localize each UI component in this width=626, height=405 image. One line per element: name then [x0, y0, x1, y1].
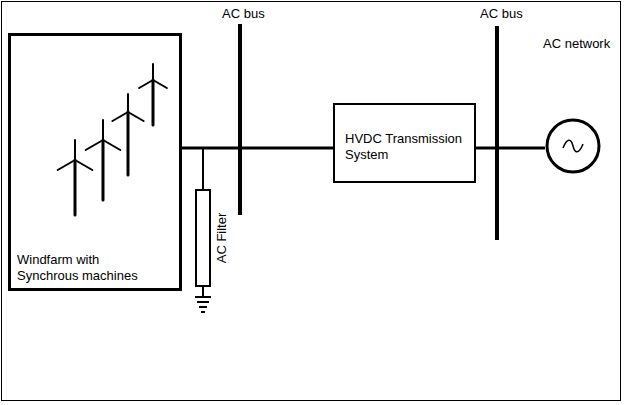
connector-line — [476, 147, 545, 150]
wind-turbines — [58, 64, 167, 215]
outer-frame — [1, 1, 621, 401]
node-text: AC network — [543, 36, 610, 52]
ac-network-source: AC network — [545, 118, 601, 174]
source-circle — [545, 118, 601, 174]
bus-label: AC bus — [222, 6, 265, 22]
filter-label: AC Filter — [214, 213, 230, 264]
windfarm-box: Windfarm with Synchrous machines — [8, 33, 182, 291]
ac-bus-bar — [495, 26, 499, 240]
ac-bus-bar — [238, 24, 242, 215]
ground-symbol — [195, 297, 211, 312]
bus-label: AC bus — [480, 6, 523, 22]
hvdc-box: HVDC Transmission System — [333, 103, 476, 183]
filter-wire — [202, 286, 204, 296]
filter-symbol — [196, 190, 210, 286]
node-text: Windfarm with Synchrous machines — [17, 252, 149, 284]
node-text: HVDC Transmission System — [345, 131, 466, 163]
connector-line — [182, 147, 333, 150]
filter-wire — [202, 148, 204, 190]
